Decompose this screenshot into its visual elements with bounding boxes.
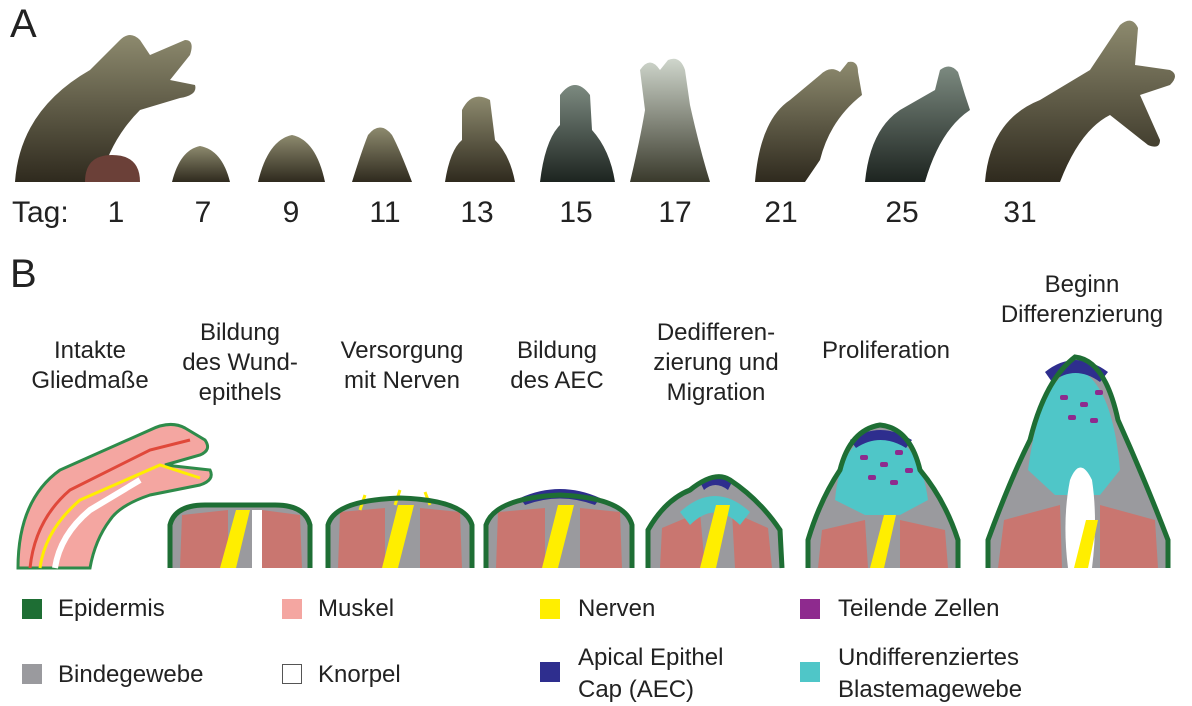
schematic-innervation [328,490,472,568]
legend-swatch-epidermis [22,599,42,619]
legend-label-blastema: UndifferenziertesBlastemagewebe [838,642,1022,706]
legend-label-dividing-cells: Teilende Zellen [838,594,999,624]
day-label: 15 [559,196,592,230]
legend-swatch-muscle [282,599,302,619]
legend-swatch-aec [540,662,560,682]
legend-label-muscle: Muskel [318,594,394,624]
limb-photo-day-25 [865,66,970,182]
day-label: 13 [460,196,493,230]
stage-title-wound-epithelium: Bildungdes Wund-epithels [182,318,298,408]
schematic-differentiation [988,357,1168,568]
legend-swatch-nerves [540,599,560,619]
legend-label-connective-tissue: Bindegewebe [58,660,203,690]
legend-label-nerves: Nerven [578,594,655,624]
schematic-aec [486,489,632,568]
day-label: 21 [764,196,797,230]
stage-title-differentiation: BeginnDifferenzierung [1001,270,1163,330]
day-label: 31 [1003,196,1036,230]
stage-title-dedifferentiation: Dedifferen-zierung undMigration [653,318,778,408]
legend-swatch-dividing-cells [800,599,820,619]
tag-label: Tag: [12,196,69,230]
limb-photo-day-15 [540,85,615,182]
legend-label-epidermis: Epidermis [58,594,165,624]
legend-label-cartilage: Knorpel [318,660,401,690]
legend-swatch-cartilage [282,664,302,684]
legend-swatch-blastema [800,662,820,682]
limb-photo-day-31 [985,21,1175,182]
day-label: 9 [283,196,300,230]
limb-photo-day-7 [172,146,230,182]
limb-photo-day-9 [258,135,325,182]
day-label: 11 [369,196,400,230]
legend-swatch-connective-tissue [22,664,42,684]
panel-label-b: B [10,252,37,297]
limb-photo-day-11 [352,128,412,183]
limb-photo-day-17 [630,59,710,182]
schematic-proliferation [808,425,958,568]
schematic-intact-limb [18,424,211,568]
stage-title-aec: Bildungdes AEC [510,336,603,396]
day-label: 1 [108,196,125,230]
stage-title-innervation: Versorgungmit Nerven [341,336,464,396]
stage-title-proliferation: Proliferation [822,336,950,366]
legend-label-aec: Apical EpithelCap (AEC) [578,642,723,706]
day-label: 25 [885,196,918,230]
limb-photo-strip [0,0,1192,190]
limb-photo-day-21 [755,62,862,182]
schematic-wound-epithelium [170,505,310,568]
day-label: 7 [195,196,212,230]
stage-title-intact: IntakteGliedmaße [31,336,148,396]
schematic-dedifferentiation [648,476,782,568]
limb-photo-day-13 [445,97,515,182]
day-label: 17 [658,196,691,230]
